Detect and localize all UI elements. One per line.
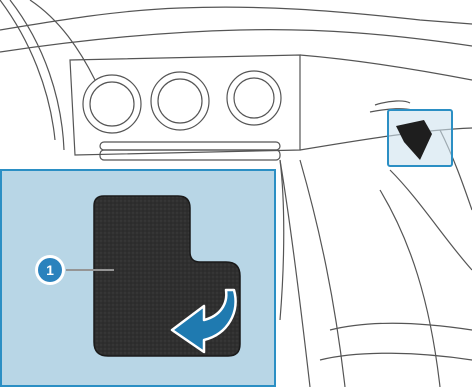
air-vent-center [151,72,209,130]
cd-slot [100,142,280,150]
callout-number: 1 [46,262,54,278]
inset-panel: 1 [1,170,275,386]
air-vent-right [227,71,281,125]
air-vent-left [83,75,141,133]
callout-marker: 1 [35,255,65,285]
locator-box [388,110,452,166]
